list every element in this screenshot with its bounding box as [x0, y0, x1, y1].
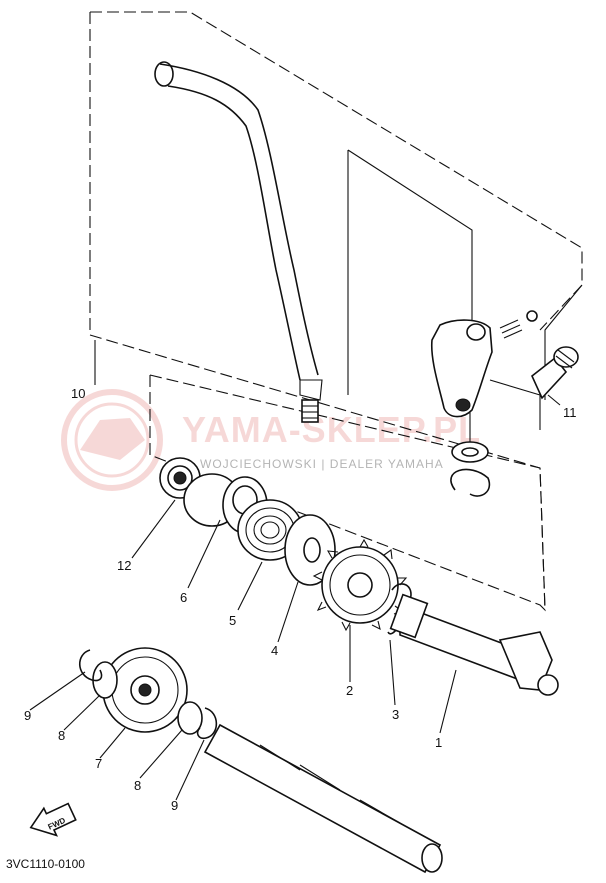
watermark-logo [61, 389, 163, 491]
kick-gear-2 [312, 538, 408, 632]
kick-crank-lever [154, 61, 323, 423]
washer-4 [284, 514, 336, 586]
callout-7: 7 [95, 756, 102, 771]
watermark-title: YAMA-SKLEP.PL [182, 409, 481, 450]
callout-6: 6 [180, 590, 187, 605]
drawing-code: 3VC1110-0100 [6, 857, 85, 871]
callout-9-left: 9 [24, 708, 31, 723]
callouts: 10 11 12 6 5 4 2 3 1 9 8 7 8 9 [24, 386, 577, 813]
leader-lines [29, 340, 561, 801]
callout-9-right: 9 [171, 798, 178, 813]
watermark: YAMA-SKLEP.PL WOJCIECHOWSKI | DEALER YAM… [61, 389, 481, 491]
callout-12: 12 [117, 558, 131, 573]
detent-spring [499, 310, 538, 339]
forward-direction-arrow: FWD [29, 802, 77, 837]
callout-3: 3 [392, 707, 399, 722]
callout-10: 10 [71, 386, 85, 401]
idler-circlip-9-left [78, 649, 103, 682]
callout-11: 11 [563, 405, 577, 420]
crank-boss [430, 319, 493, 418]
watermark-subtitle: WOJCIECHOWSKI | DEALER YAMAHA [200, 457, 444, 471]
bearing-12 [159, 457, 201, 499]
callout-8-left: 8 [58, 728, 65, 743]
callout-5: 5 [229, 613, 236, 628]
callout-4: 4 [271, 643, 278, 658]
callout-1: 1 [435, 735, 442, 750]
kick-shaft-1 [389, 593, 559, 696]
idler-circlip-9-right [196, 707, 218, 740]
callout-2: 2 [346, 683, 353, 698]
idler-washer-8-right [177, 701, 203, 735]
boss-circlip [450, 468, 491, 497]
boss-washer-hole [461, 447, 479, 457]
main-axle [203, 723, 443, 874]
assembly-outline-10 [89, 11, 583, 611]
callout-8-right: 8 [134, 778, 141, 793]
clamp-bolt [531, 346, 579, 400]
